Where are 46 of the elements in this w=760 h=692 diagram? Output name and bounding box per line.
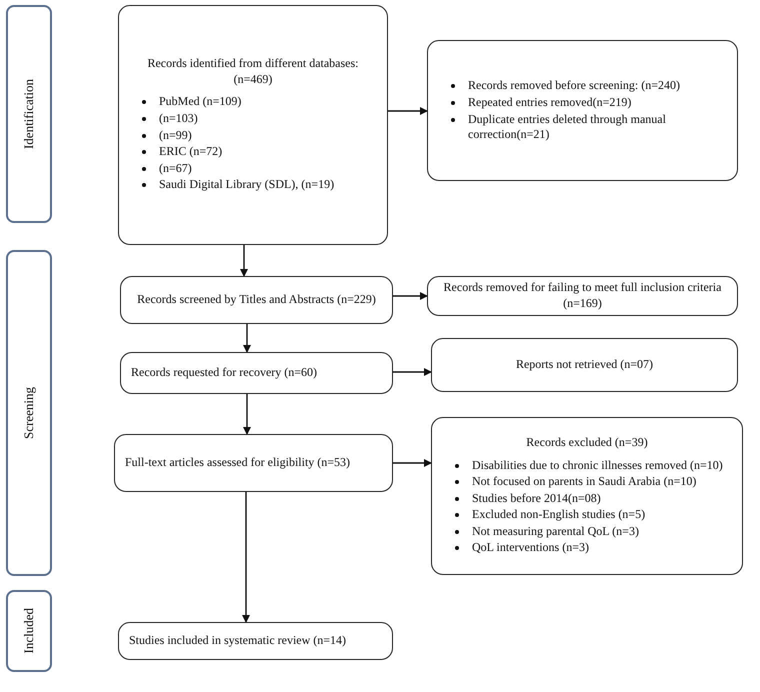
list-item: Excluded non-English studies (n=5): [472, 507, 646, 523]
box-text: Records excluded (n=39): [525, 434, 649, 451]
phase-band: [6, 250, 52, 576]
arrow: [240, 245, 248, 277]
process-box: [431, 417, 743, 575]
box-text: Records screened by Titles and Abstracts (n=229): [136, 292, 377, 308]
arrow: [243, 324, 251, 353]
list-item: Not measuring parental QoL (n=3): [472, 524, 640, 540]
list-item: Disabilities due to chronic illnesses removed (n=10): [472, 458, 724, 474]
list-item: (n=103): [159, 110, 199, 126]
box-text: Records requested for recovery (n=60): [131, 365, 318, 381]
list-item: ERIC (n=72): [159, 144, 224, 160]
box-text: Records identified from different databases: (n=469): [146, 56, 360, 88]
arrow: [393, 292, 428, 300]
process-box: [118, 5, 388, 245]
process-box: [427, 40, 738, 181]
box-text: Records removed for failing to meet full inclusion criteria (n=169): [442, 280, 722, 312]
list-item: PubMed (n=109): [159, 94, 242, 110]
phase-label: Screening: [20, 387, 37, 439]
phase-band: [6, 590, 52, 672]
phase-label: Identification: [20, 78, 37, 150]
list-item: (n=99): [159, 128, 193, 144]
phase-band: [6, 5, 52, 223]
arrow: [243, 394, 251, 435]
arrow: [242, 492, 250, 623]
box-text: Studies included in systematic review (n=14): [129, 633, 348, 649]
list-item: Records removed before screening: (n=240): [468, 78, 682, 94]
list-item: Duplicate entries deleted through manual correction(n=21): [468, 112, 667, 143]
list-item: Saudi Digital Library (SDL), (n=19): [159, 177, 336, 193]
list-item: (n=67): [159, 160, 193, 176]
process-box: [120, 276, 393, 324]
process-box: [118, 622, 393, 660]
arrow: [393, 368, 432, 376]
arrow: [388, 107, 428, 115]
process-box: [120, 352, 393, 394]
phase-label: Included: [20, 608, 37, 654]
arrow: [393, 459, 432, 467]
list-item: Studies before 2014(n=08): [472, 490, 602, 506]
box-text: Full-text articles assessed for eligibility (n=53): [125, 455, 352, 471]
box-text: Reports not retrieved (n=07): [514, 357, 654, 373]
process-box: [431, 338, 738, 392]
list-item: Not focused on parents in Saudi Arabia (n=10): [472, 474, 698, 490]
list-item: Repeated entries removed(n=219): [468, 94, 632, 110]
process-box: [114, 434, 393, 492]
list-item: QoL interventions (n=3): [472, 540, 590, 556]
process-box: [427, 276, 738, 316]
